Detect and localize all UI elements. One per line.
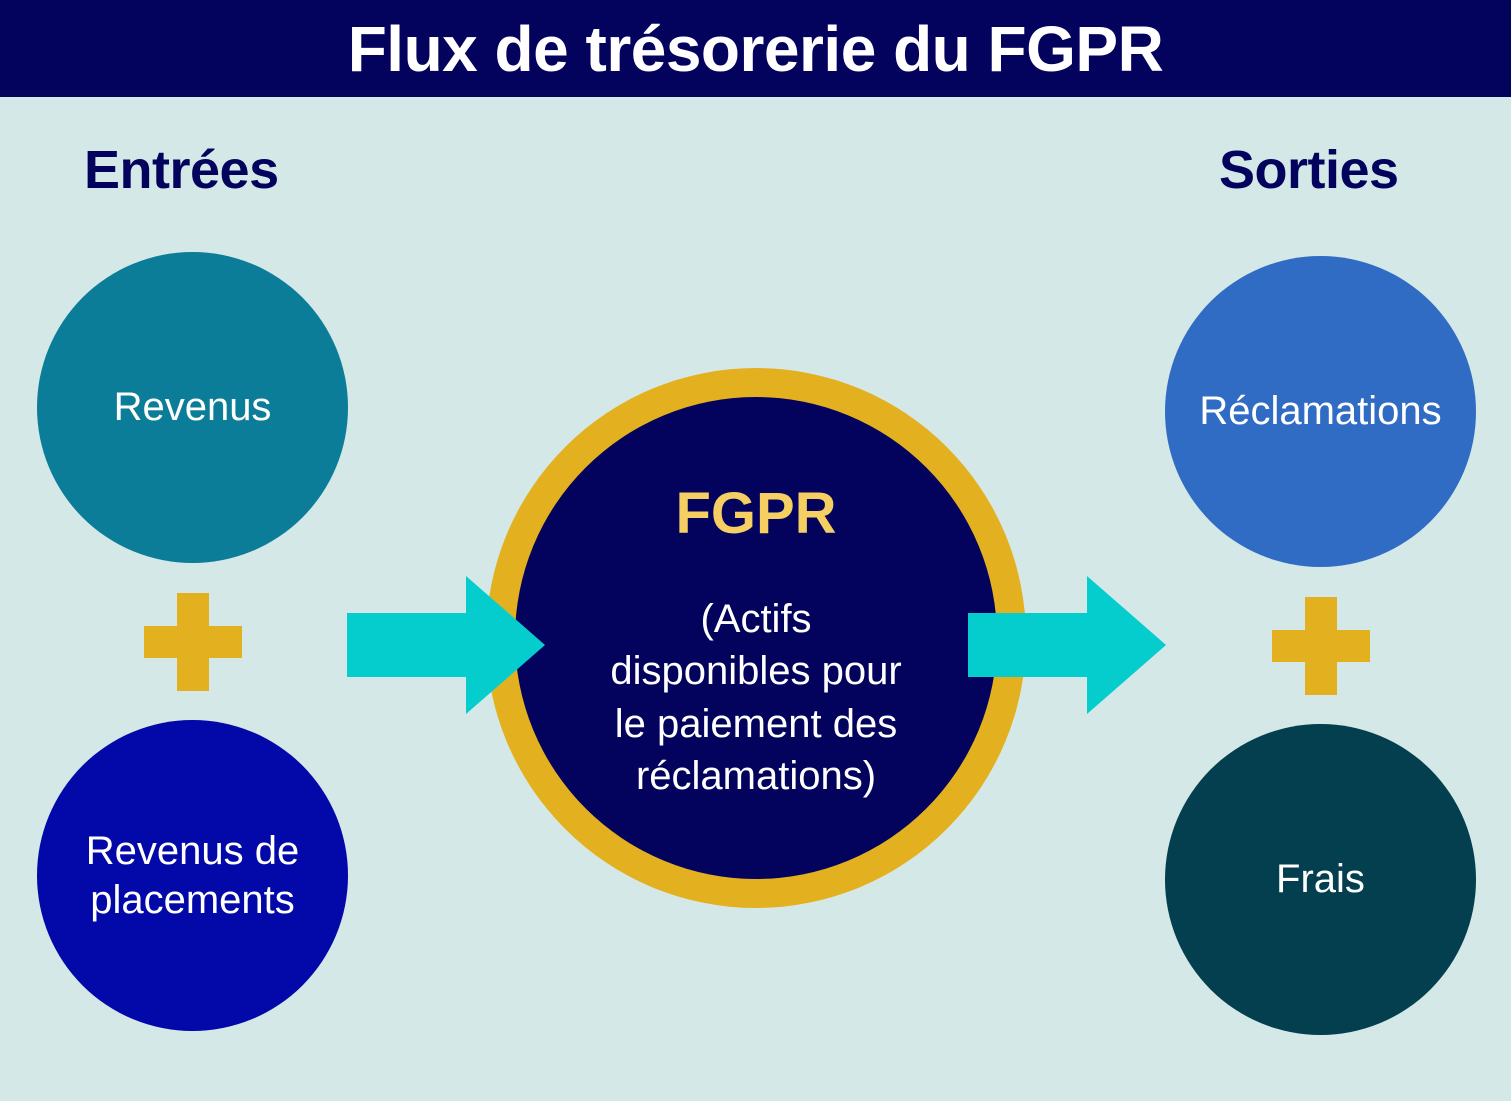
outflow-arrow-icon	[968, 576, 1166, 714]
diagram-title: Flux de trésorerie du FGPR	[347, 12, 1164, 85]
claims-circle: Réclamations	[1165, 256, 1476, 567]
inputs-heading: Entrées	[84, 140, 279, 200]
outputs-plus-icon	[1272, 597, 1370, 695]
fgpr-circle	[515, 397, 997, 879]
revenue-label: Revenus	[113, 385, 272, 430]
investment-income-circle: Revenus de placements	[37, 720, 348, 1031]
claims-label: Réclamations	[1199, 389, 1442, 434]
fees-label: Frais	[1276, 857, 1365, 902]
investment-income-label: Revenus de placements	[85, 828, 300, 922]
outputs-heading: Sorties	[1219, 140, 1399, 200]
fgpr-title: FGPR	[675, 481, 837, 546]
fgpr-description: (Actifs disponibles pour le paiement des…	[610, 597, 902, 799]
header-bar: Flux de trésorerie du FGPR	[0, 0, 1511, 97]
inflow-arrow-icon	[347, 576, 545, 714]
inputs-plus-icon	[144, 593, 242, 691]
fees-circle: Frais	[1165, 724, 1476, 1035]
revenue-circle: Revenus	[37, 252, 348, 563]
